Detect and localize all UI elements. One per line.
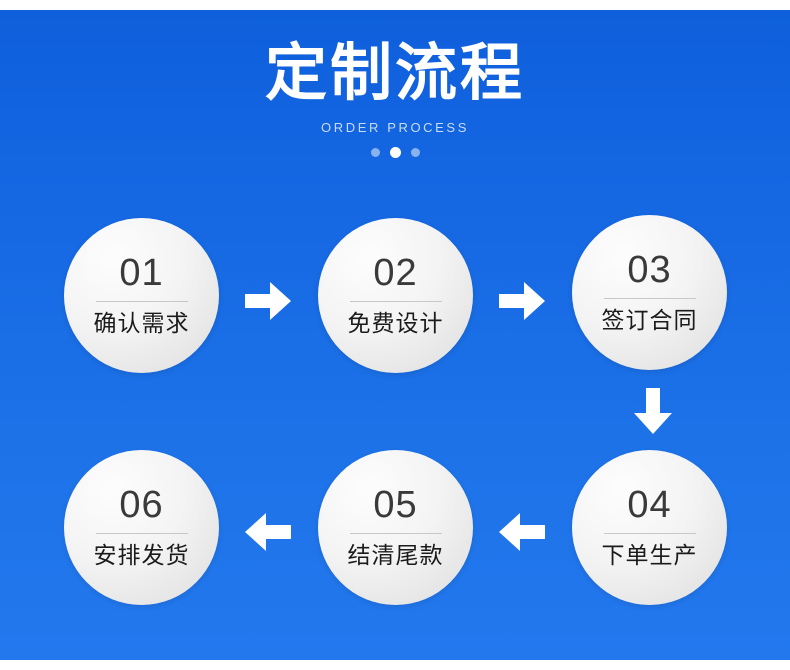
arrow-right-icon bbox=[245, 282, 291, 320]
step-label: 结清尾款 bbox=[347, 543, 444, 569]
carousel-dot-2-active[interactable] bbox=[389, 146, 401, 158]
step-number: 03 bbox=[627, 249, 672, 291]
process-banner: 定制流程 ORDER PROCESS 01 确认需求 02 免费设计 03 签订… bbox=[0, 10, 790, 660]
page-subtitle: ORDER PROCESS bbox=[321, 120, 469, 135]
step-number: 05 bbox=[373, 484, 418, 526]
step-label: 免费设计 bbox=[347, 311, 444, 337]
step-label: 签订合同 bbox=[601, 308, 698, 334]
carousel-dot-3[interactable] bbox=[410, 147, 420, 157]
step-label: 下单生产 bbox=[601, 543, 698, 569]
step-number: 02 bbox=[373, 252, 418, 294]
step-number: 04 bbox=[627, 484, 672, 526]
arrow-left-icon bbox=[499, 513, 545, 551]
banner-header: 定制流程 ORDER PROCESS bbox=[0, 10, 790, 159]
step-divider bbox=[603, 533, 696, 534]
step-divider bbox=[95, 301, 188, 302]
step-divider bbox=[349, 533, 442, 534]
step-number: 01 bbox=[119, 252, 164, 294]
page-title: 定制流程 bbox=[264, 36, 525, 109]
arrow-right-icon bbox=[499, 282, 545, 320]
arrow-down-icon bbox=[634, 388, 672, 434]
process-flow-diagram: 01 确认需求 02 免费设计 03 签订合同 04 下单生产 05 结清尾款 … bbox=[0, 10, 790, 660]
process-step-03[interactable]: 03 签订合同 bbox=[572, 215, 727, 370]
process-step-06[interactable]: 06 安排发货 bbox=[64, 450, 219, 605]
step-divider bbox=[349, 301, 442, 302]
step-number: 06 bbox=[119, 484, 164, 526]
process-step-04[interactable]: 04 下单生产 bbox=[572, 450, 727, 605]
step-divider bbox=[95, 533, 188, 534]
process-step-05[interactable]: 05 结清尾款 bbox=[318, 450, 473, 605]
process-step-02[interactable]: 02 免费设计 bbox=[318, 218, 473, 373]
process-step-01[interactable]: 01 确认需求 bbox=[64, 218, 219, 373]
step-label: 安排发货 bbox=[93, 543, 190, 569]
carousel-dot-1[interactable] bbox=[370, 147, 380, 157]
arrow-left-icon bbox=[245, 513, 291, 551]
step-label: 确认需求 bbox=[93, 311, 190, 337]
carousel-dots bbox=[0, 136, 790, 159]
step-divider bbox=[603, 298, 696, 299]
